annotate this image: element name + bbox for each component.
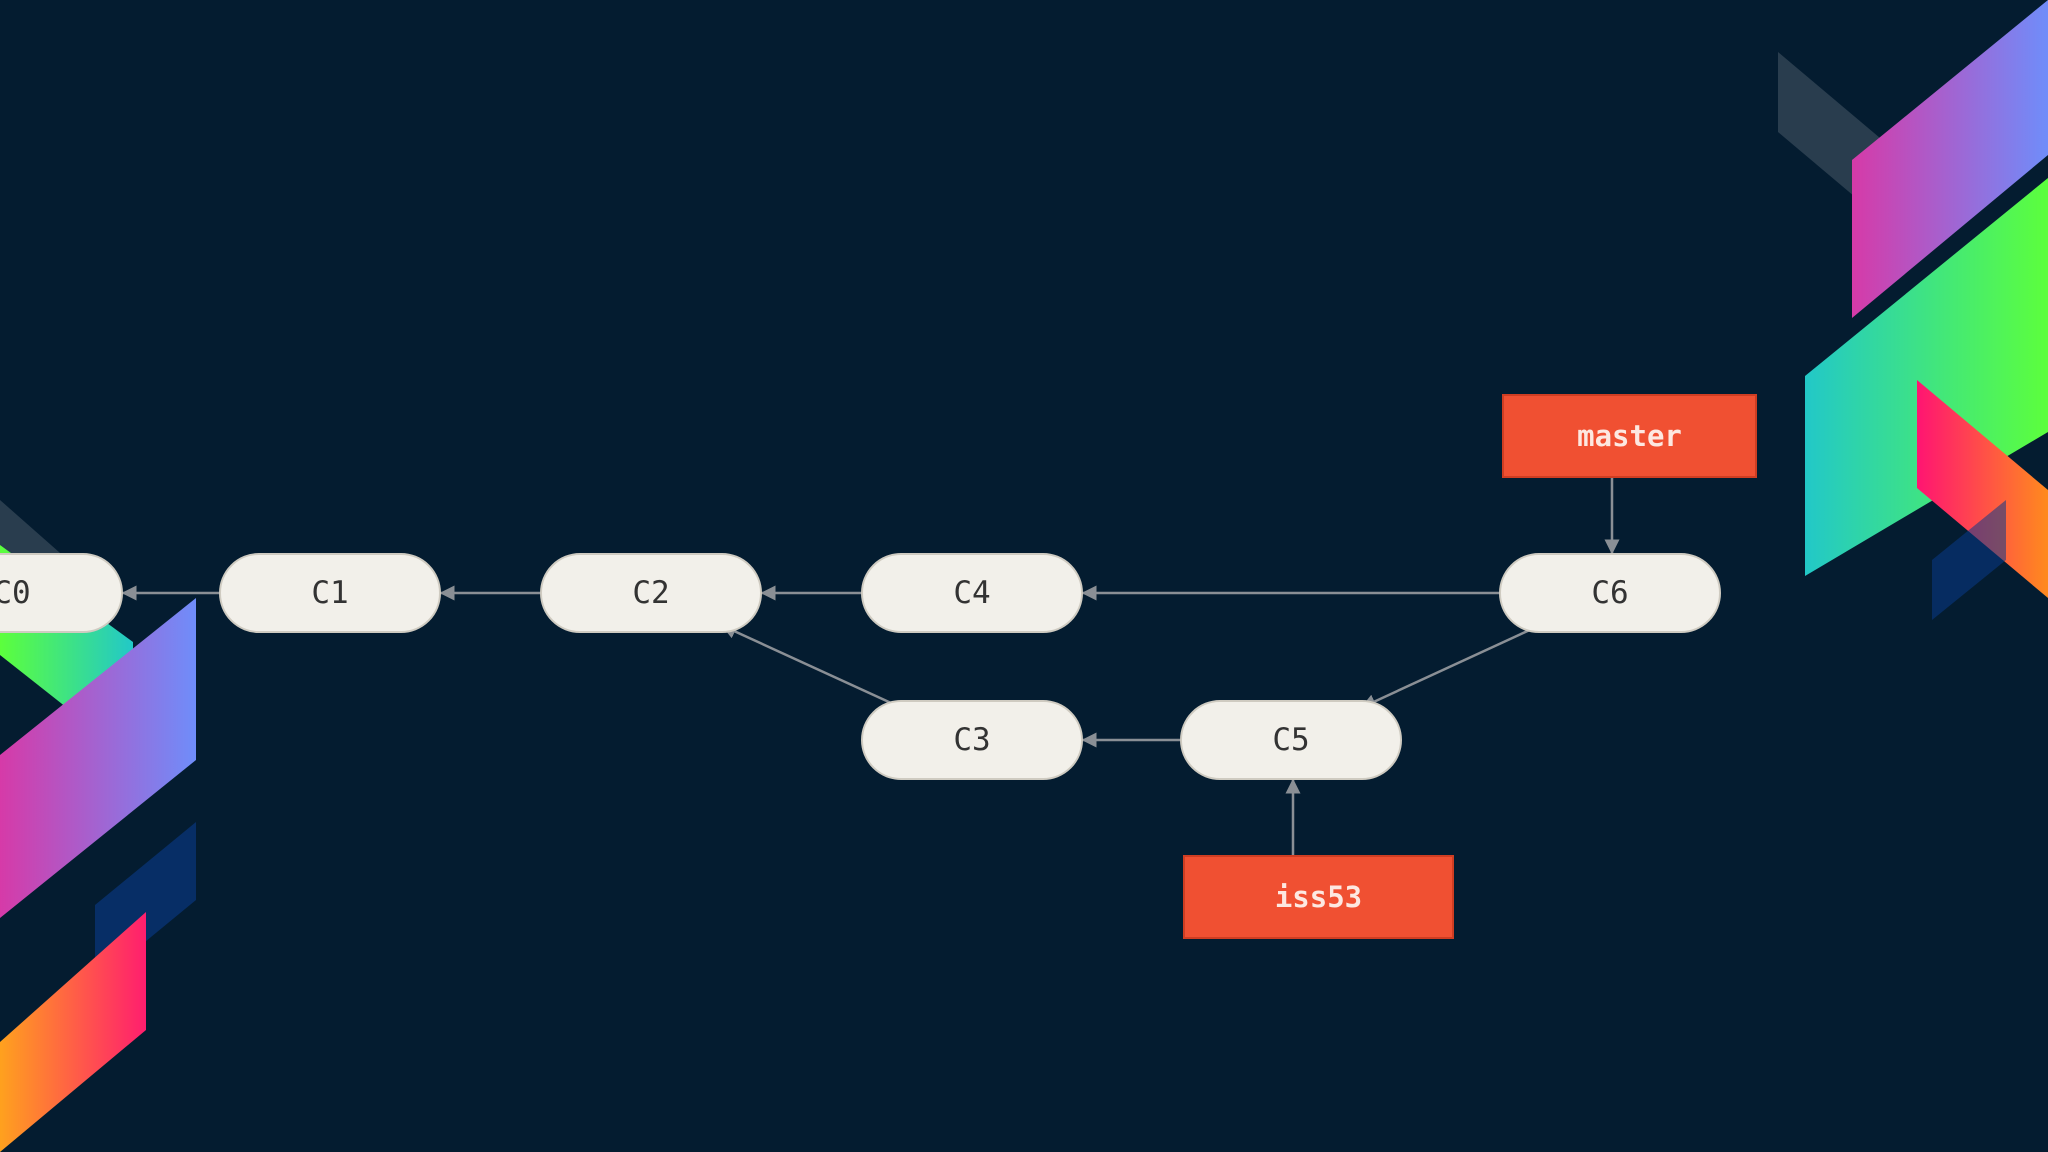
commit-node-c4: C4: [861, 553, 1083, 633]
commit-label: C1: [311, 575, 349, 611]
commit-label: C6: [1591, 575, 1629, 611]
commit-node-c5: C5: [1180, 700, 1402, 780]
commit-label: C0: [0, 575, 31, 611]
decor-shape-purple-right: [1852, 0, 2048, 318]
commit-node-c1: C1: [219, 553, 441, 633]
branch-label-master: master: [1502, 394, 1757, 478]
commit-label: C2: [632, 575, 670, 611]
decor-shape-purple-left: [0, 598, 196, 918]
branch-label-iss53: iss53: [1183, 855, 1454, 939]
commit-label: C4: [953, 575, 991, 611]
decor-shape-green-right: [1805, 178, 2048, 576]
commit-node-c3: C3: [861, 700, 1083, 780]
commit-label: C5: [1272, 722, 1310, 758]
commit-node-c0: C0: [0, 553, 123, 633]
decor-shape-red-right: [1917, 380, 2048, 598]
branch-name: iss53: [1274, 880, 1363, 914]
decor-shape-navy-right: [1932, 500, 2006, 620]
decor-shape-orange-left: [0, 912, 146, 1152]
edge-c3-to-c2: [721, 624, 901, 709]
edge-c6-to-c5: [1360, 624, 1540, 709]
branch-name: master: [1577, 419, 1682, 453]
commit-node-c2: C2: [540, 553, 762, 633]
commit-label: C3: [953, 722, 991, 758]
commit-node-c6: C6: [1499, 553, 1721, 633]
